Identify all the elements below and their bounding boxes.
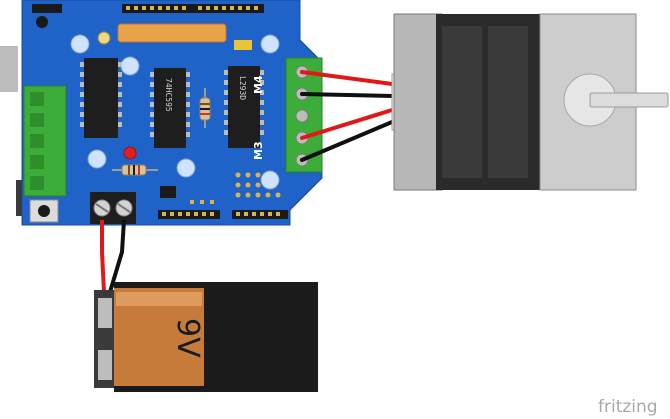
bottom-header-pins <box>162 212 280 216</box>
capacitor <box>70 34 90 54</box>
ic-74hc595-pins <box>150 72 190 137</box>
top-header-pins <box>126 6 258 10</box>
mount-hole <box>36 16 48 28</box>
capacitor <box>120 56 140 76</box>
arduino-edge-dark <box>16 180 24 216</box>
ic-l293d <box>228 66 260 148</box>
battery-gold-highlight <box>116 292 202 306</box>
battery-voltage-label: 9V <box>170 318 205 358</box>
capacitor <box>176 158 196 178</box>
battery-snap <box>98 350 112 380</box>
stepper-motor-band <box>442 26 482 178</box>
ic-74hc595-label: 74HC595 <box>164 78 173 112</box>
pins-small <box>190 200 214 204</box>
stepper-motor-shaft <box>589 92 669 108</box>
resistor <box>112 164 158 176</box>
mount-hole <box>260 170 280 190</box>
crystal <box>117 23 227 43</box>
battery-snap <box>98 298 112 328</box>
stepper-motor-end-cap <box>393 13 443 191</box>
top-header <box>122 4 264 13</box>
led-red <box>123 146 137 160</box>
motor-wires <box>300 70 394 162</box>
capacitor-small <box>97 31 111 45</box>
reset-button-knob <box>38 205 50 217</box>
mount-hole <box>87 149 107 169</box>
port-m4-label: M4 <box>252 75 265 94</box>
ic-left-pins <box>80 62 122 127</box>
resistor <box>199 88 211 128</box>
port-m3-label: M3 <box>252 141 265 160</box>
small-header <box>32 4 62 13</box>
ic-l293d-pins <box>224 70 264 135</box>
battery-wires <box>100 219 126 293</box>
fritzing-watermark: fritzing <box>598 397 658 417</box>
left-terminal-screws <box>30 92 44 190</box>
ic-left <box>84 58 118 138</box>
mount-hole <box>260 34 280 54</box>
ic-l293d-label: L293D <box>238 76 247 100</box>
jumper <box>160 186 176 198</box>
arduino-edge <box>0 46 18 92</box>
capacitor-smd <box>234 40 252 50</box>
stepper-motor-band <box>488 26 528 178</box>
pad-grid <box>235 172 281 198</box>
ic-74hc595 <box>154 68 186 148</box>
